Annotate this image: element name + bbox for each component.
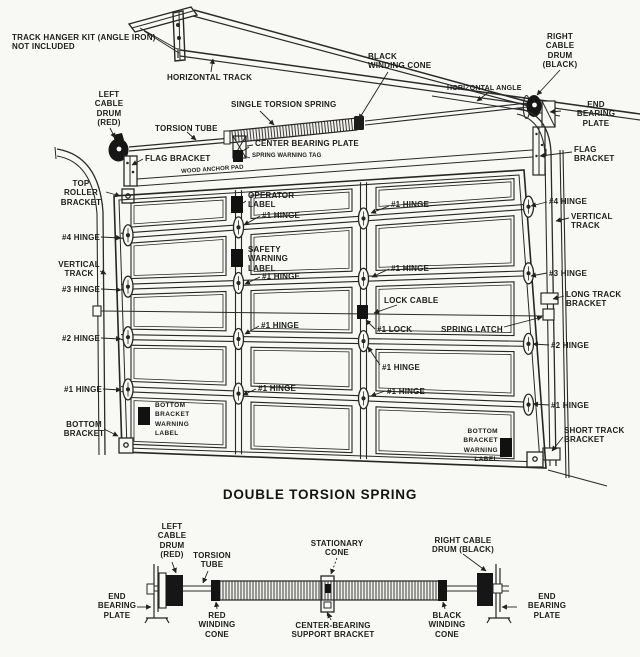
label-horizontal-angle: HORIZONTAL ANGLE (447, 85, 522, 92)
label-hinge4-left: #4 HINGE (62, 233, 101, 242)
label-hinge1-d: #1 HINGE (258, 384, 297, 393)
warning-label-blocks (138, 196, 512, 457)
label-hinge2-left: #2 HINGE (62, 334, 101, 343)
lock-shape (357, 305, 368, 319)
label-left-cable-drum-2: LEFT CABLE DRUM (RED) (157, 522, 187, 560)
track-hanger-kit (127, 6, 199, 62)
label-hinge1-c: #1 HINGE (261, 321, 300, 330)
center-bearing-plate-shape (232, 135, 250, 162)
label-end-bearing-plate: END BEARING PLATE (576, 100, 616, 128)
label-hinge1-left: #1 HINGE (64, 385, 103, 394)
diagram-title: DOUBLE TORSION SPRING (222, 487, 418, 502)
label-bottom-bracket-warning-left: BOTTOM BRACKET WARNING LABEL (155, 402, 190, 438)
label-hinge1-a: #1 HINGE (262, 211, 301, 220)
label-bottom-bracket-warning-right: BOTTOM BRACKET WARNING LABEL (463, 428, 498, 464)
left-vertical-track (54, 146, 106, 456)
label-hinge1-right: #1 HINGE (551, 401, 590, 410)
label-center-bearing-plate: CENTER BEARING PLATE (255, 139, 359, 148)
label-end-bearing-plate-left-2: END BEARING PLATE (97, 592, 137, 620)
label-torsion-tube-2: TORSION TUBE (193, 551, 231, 570)
black-winding-cone-2-shape (438, 580, 447, 601)
label-right-cable-drum-2: RIGHT CABLE DRUM (BLACK) (432, 536, 494, 555)
garage-door-panel-grid (113, 169, 547, 469)
label-flag-bracket-left: FLAG BRACKET (145, 154, 211, 163)
leader-lines (99, 58, 573, 452)
label-safety-warning-label: SAFETY WARNING LABEL (248, 245, 289, 273)
bottom-warning-left-shape (138, 407, 150, 425)
label-long-track-bracket: LONG TRACK BRACKET (566, 290, 622, 309)
label-red-winding-cone: RED WINDING CONE (198, 611, 236, 639)
safety-warning-label-shape (231, 249, 243, 267)
lock-cable-assembly (92, 305, 555, 321)
label-bottom-bracket: BOTTOM BRACKET (63, 420, 105, 439)
label-spring-latch: SPRING LATCH (441, 325, 503, 334)
bottom-warning-right-shape (500, 438, 512, 457)
label-right-cable-drum: RIGHT CABLE DRUM (BLACK) (542, 32, 578, 70)
label-torsion-tube: TORSION TUBE (155, 124, 218, 133)
label-stationary-cone: STATIONARY CONE (310, 539, 364, 558)
label-left-cable-drum: LEFT CABLE DRUM (RED) (94, 90, 124, 128)
label-hinge1-e: #1 HINGE (391, 200, 430, 209)
left-cable-drum-2-shape (166, 575, 183, 606)
label-black-winding-cone-2: BLACK WINDING CONE (428, 611, 466, 639)
label-operator-label: OPERATOR LABEL (248, 191, 295, 210)
spring-latch-shape (542, 308, 555, 321)
label-hinge1-f: #1 HINGE (391, 264, 430, 273)
label-hinge4-right: #4 HINGE (549, 197, 588, 206)
label-hinge2-right: #2 HINGE (551, 341, 590, 350)
label-hinge3-left: #3 HINGE (62, 285, 101, 294)
label-single-torsion-spring: SINGLE TORSION SPRING (231, 100, 337, 109)
label-lock-cable: LOCK CABLE (384, 296, 439, 305)
label-lock1: #1 LOCK (377, 325, 413, 334)
label-track-hanger-kit: TRACK HANGER KIT (ANGLE IRON) NOT INCLUD… (12, 33, 156, 52)
label-center-bearing-support: CENTER-BEARING SUPPORT BRACKET (291, 621, 375, 640)
label-hinge1-h: #1 HINGE (387, 387, 426, 396)
spring-warning-tag-shape (233, 150, 243, 162)
label-top-roller-bracket: TOP ROLLER BRACKET (60, 179, 102, 207)
operator-label-shape (231, 196, 243, 213)
label-spring-warning-tag: SPRING WARNING TAG (252, 153, 322, 159)
bottom-brackets (118, 437, 544, 468)
red-winding-cone-shape (211, 580, 220, 601)
label-short-track-bracket: SHORT TRACK BRACKET (564, 426, 625, 445)
label-hinge1-g: #1 HINGE (382, 363, 421, 372)
label-horizontal-track: HORIZONTAL TRACK (167, 73, 253, 82)
label-vertical-track-left: VERTICAL TRACK (58, 260, 100, 279)
label-vertical-track-right: VERTICAL TRACK (571, 212, 613, 231)
label-hinge1-b: #1 HINGE (262, 272, 301, 281)
double-torsion-spring-diagram (137, 553, 517, 624)
label-flag-bracket-right: FLAG BRACKET (574, 145, 615, 164)
torsion-assembly (108, 94, 542, 162)
black-winding-cone-shape (354, 116, 364, 130)
label-black-winding-cone: BLACK WINDING CONE (368, 52, 432, 71)
right-cable-drum-2-shape (477, 573, 493, 606)
label-hinge3-right: #3 HINGE (549, 269, 588, 278)
label-end-bearing-plate-right-2: END BEARING PLATE (527, 592, 567, 620)
